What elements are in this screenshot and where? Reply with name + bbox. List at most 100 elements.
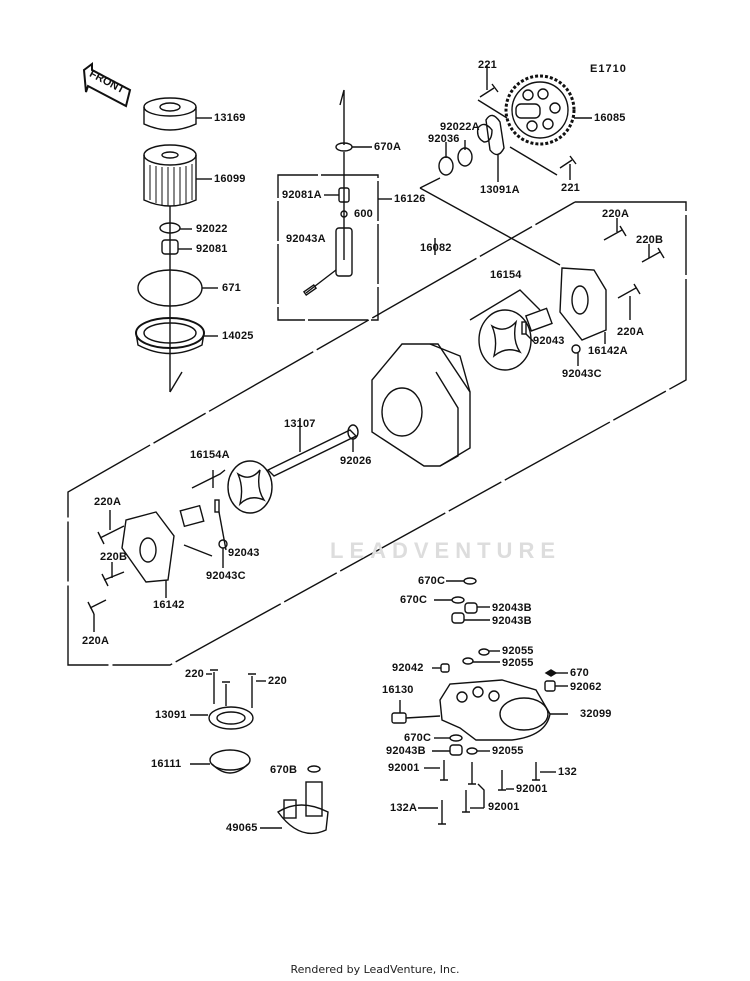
- bolt-92001-c[interactable]: [498, 770, 506, 791]
- collar-92043B-a[interactable]: [464, 602, 478, 614]
- plug-92055-a[interactable]: [478, 648, 490, 656]
- strainer-16111[interactable]: [209, 749, 251, 774]
- pin-92043A[interactable]: [302, 283, 318, 297]
- filter-cover-14025[interactable]: [135, 317, 205, 355]
- part-label-92043A[interactable]: 92043A: [286, 233, 326, 245]
- oil-pan-32099[interactable]: [439, 679, 551, 741]
- part-label-92022[interactable]: 92022: [196, 223, 228, 235]
- pipe-49065[interactable]: [276, 781, 329, 835]
- bearing-92022A[interactable]: [457, 147, 473, 167]
- o-ring-670C-b[interactable]: [451, 596, 465, 604]
- part-label-92022A[interactable]: 92022A: [440, 121, 480, 133]
- bolt-92001-d[interactable]: [462, 790, 470, 813]
- part-label-220A-left-bottom[interactable]: 220A: [82, 635, 110, 647]
- part-label-92043C-upper[interactable]: 92043C: [562, 368, 602, 380]
- part-label-92043C-lower[interactable]: 92043C: [206, 570, 246, 582]
- part-label-92081[interactable]: 92081: [196, 243, 228, 255]
- part-label-92001-a[interactable]: 92001: [388, 762, 420, 774]
- part-label-132A[interactable]: 132A: [390, 802, 418, 814]
- rotor-16154[interactable]: [478, 309, 532, 371]
- bolt-92001-b[interactable]: [468, 762, 476, 785]
- part-label-221-top[interactable]: 221: [478, 59, 497, 71]
- part-label-16085[interactable]: 16085: [594, 112, 626, 124]
- bearing-housing-13091A[interactable]: [476, 114, 505, 156]
- part-label-670C-b[interactable]: 670C: [400, 594, 428, 606]
- part-label-670[interactable]: 670: [570, 667, 589, 679]
- part-label-670B[interactable]: 670B: [270, 764, 298, 776]
- bolt-220A-lower[interactable]: [617, 283, 641, 299]
- part-label-92062[interactable]: 92062: [570, 681, 602, 693]
- part-label-92043B-b[interactable]: 92043B: [492, 615, 532, 627]
- collar-92043B-c[interactable]: [449, 744, 463, 756]
- o-ring-670C-a[interactable]: [463, 577, 477, 585]
- part-label-16142[interactable]: 16142: [153, 599, 185, 611]
- part-label-16082[interactable]: 16082: [420, 242, 452, 254]
- part-label-13091A[interactable]: 13091A: [480, 184, 520, 196]
- bolt-220B-lower-left[interactable]: [101, 571, 125, 587]
- part-label-220-right[interactable]: 220: [268, 675, 287, 687]
- bolt-220A-lower-left-top[interactable]: [97, 525, 125, 545]
- part-label-13107[interactable]: 13107: [284, 418, 316, 430]
- part-label-92055-a[interactable]: 92055: [502, 645, 534, 657]
- gear-16085[interactable]: [504, 74, 576, 146]
- part-label-92036[interactable]: 92036: [428, 133, 460, 145]
- part-label-92055-c[interactable]: 92055: [492, 745, 524, 757]
- part-label-220A-left-top[interactable]: 220A: [94, 496, 122, 508]
- part-label-16111[interactable]: 16111: [151, 758, 182, 770]
- part-label-16126[interactable]: 16126: [394, 193, 426, 205]
- collar-92043B-b[interactable]: [451, 612, 465, 624]
- part-label-16154A[interactable]: 16154A: [190, 449, 230, 461]
- bolt-220-mid[interactable]: [222, 681, 230, 706]
- part-label-16130[interactable]: 16130: [382, 684, 414, 696]
- cover-16142[interactable]: [121, 511, 175, 583]
- part-label-92081A[interactable]: 92081A: [282, 189, 322, 201]
- o-ring-670C-c[interactable]: [449, 734, 463, 742]
- part-label-92043B-a[interactable]: 92043B: [492, 602, 532, 614]
- washer-92022[interactable]: [159, 222, 181, 234]
- part-label-670C-c[interactable]: 670C: [404, 732, 432, 744]
- bolt-220A-lower-left-bottom[interactable]: [87, 599, 107, 615]
- part-label-132[interactable]: 132: [558, 766, 577, 778]
- bolt-132[interactable]: [532, 762, 540, 781]
- part-label-16142A[interactable]: 16142A: [588, 345, 628, 357]
- part-label-221-bottom[interactable]: 221: [561, 182, 580, 194]
- pin-92043-upper[interactable]: [521, 321, 527, 335]
- part-label-220A-upper[interactable]: 220A: [602, 208, 630, 220]
- plug-92055-b[interactable]: [462, 657, 474, 665]
- part-label-16154[interactable]: 16154: [490, 269, 522, 281]
- shaft-13107[interactable]: [266, 429, 358, 477]
- bolt-220B-upper[interactable]: [641, 247, 665, 263]
- part-label-92055-b[interactable]: 92055: [502, 657, 534, 669]
- bolt-132A[interactable]: [438, 800, 446, 825]
- plug-92055-c[interactable]: [466, 747, 478, 755]
- seal-92036[interactable]: [438, 156, 454, 176]
- part-label-220-left[interactable]: 220: [185, 668, 204, 680]
- filter-cap-13169[interactable]: [143, 97, 197, 131]
- ball-600[interactable]: [340, 210, 348, 218]
- pin-92043-lower[interactable]: [214, 499, 220, 513]
- cover-16142A[interactable]: [559, 267, 607, 341]
- part-label-600[interactable]: 600: [354, 208, 373, 220]
- bolt-92001-a[interactable]: [440, 760, 448, 781]
- part-label-92026[interactable]: 92026: [340, 455, 372, 467]
- part-label-92043-lower[interactable]: 92043: [228, 547, 260, 559]
- strainer-holder-13091[interactable]: [208, 706, 254, 730]
- part-label-220B-upper[interactable]: 220B: [636, 234, 664, 246]
- part-label-32099[interactable]: 32099: [580, 708, 612, 720]
- dowel-92043C-upper[interactable]: [571, 344, 581, 354]
- dowel-92043C-lower[interactable]: [218, 539, 228, 549]
- part-label-14025[interactable]: 14025: [222, 330, 254, 342]
- part-label-92043B-c[interactable]: 92043B: [386, 745, 426, 757]
- oil-filter-16099[interactable]: [143, 144, 197, 207]
- collar-92062[interactable]: [544, 680, 556, 692]
- bolt-221-top[interactable]: [479, 83, 499, 98]
- part-label-670A[interactable]: 670A: [374, 141, 402, 153]
- part-label-671[interactable]: 671: [222, 282, 241, 294]
- relief-valve-body[interactable]: [335, 227, 353, 277]
- bolt-220A-upper[interactable]: [603, 225, 627, 241]
- bolt-220-left[interactable]: [210, 669, 218, 704]
- spring-92081[interactable]: [161, 239, 179, 255]
- sensor-16130[interactable]: [391, 712, 407, 724]
- part-label-49065[interactable]: 49065: [226, 822, 258, 834]
- plug-92042[interactable]: [440, 663, 450, 673]
